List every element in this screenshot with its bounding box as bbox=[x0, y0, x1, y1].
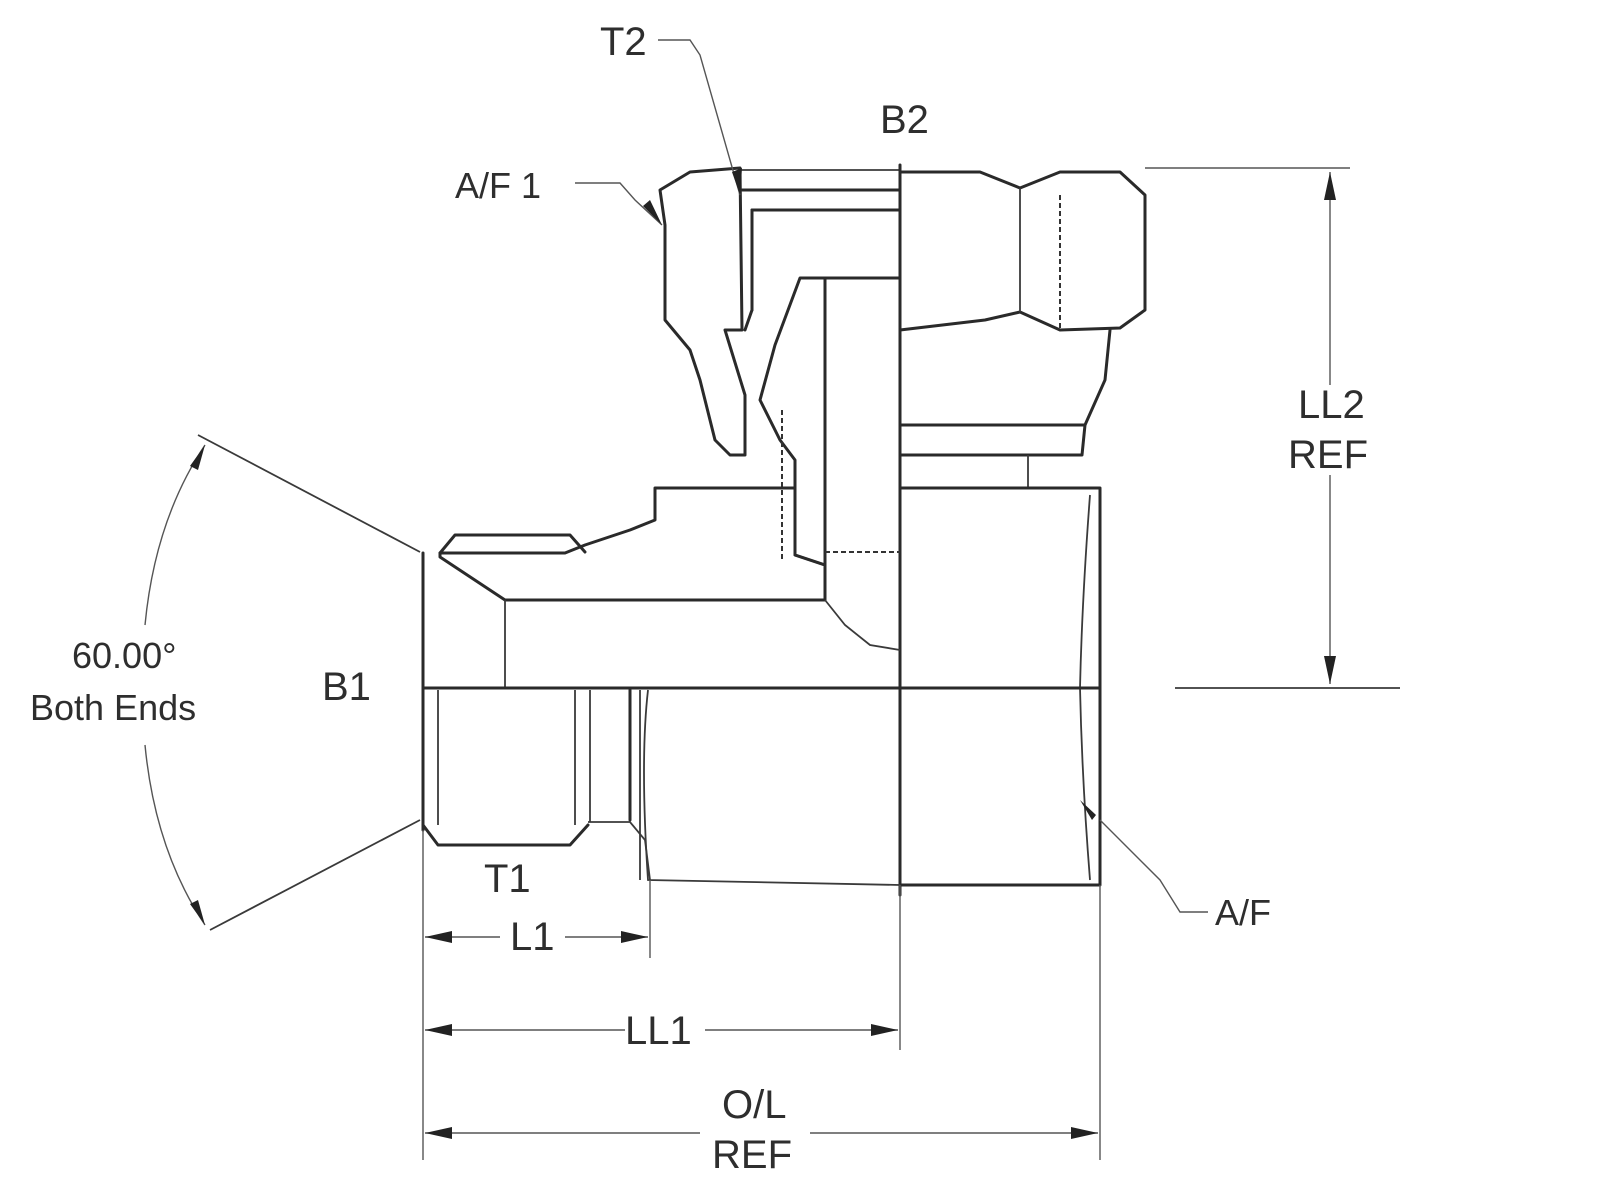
body-section bbox=[438, 486, 827, 602]
label-ol-ref: REF bbox=[712, 1133, 792, 1177]
label-af1: A/F 1 bbox=[455, 165, 541, 206]
angle-dimension bbox=[144, 434, 421, 931]
stem-cone-section bbox=[758, 276, 827, 567]
label-t1: T1 bbox=[484, 857, 531, 901]
label-af: A/F bbox=[1215, 892, 1271, 933]
label-ol: O/L bbox=[722, 1083, 786, 1127]
bottom-dimensions bbox=[422, 830, 1101, 1160]
label-ll2: LL2 bbox=[1298, 383, 1365, 427]
label-t2: T2 bbox=[600, 20, 647, 64]
upper-bore bbox=[740, 169, 902, 560]
lower-bore bbox=[504, 551, 901, 688]
label-angle-value: 60.00° bbox=[72, 635, 176, 676]
label-l1: L1 bbox=[510, 915, 555, 959]
swivel-nut-section bbox=[658, 166, 747, 457]
leaders bbox=[575, 39, 1208, 913]
label-angle-note: Both Ends bbox=[30, 687, 196, 728]
label-ll2-ref: REF bbox=[1288, 433, 1368, 477]
label-ll1: LL1 bbox=[625, 1009, 692, 1053]
threaded-end-t1 bbox=[421, 551, 901, 886]
hex-nut-exterior bbox=[898, 170, 1147, 488]
ll2-dimension bbox=[1145, 167, 1400, 689]
label-b2: B2 bbox=[880, 98, 929, 142]
label-b1: B1 bbox=[322, 665, 371, 709]
